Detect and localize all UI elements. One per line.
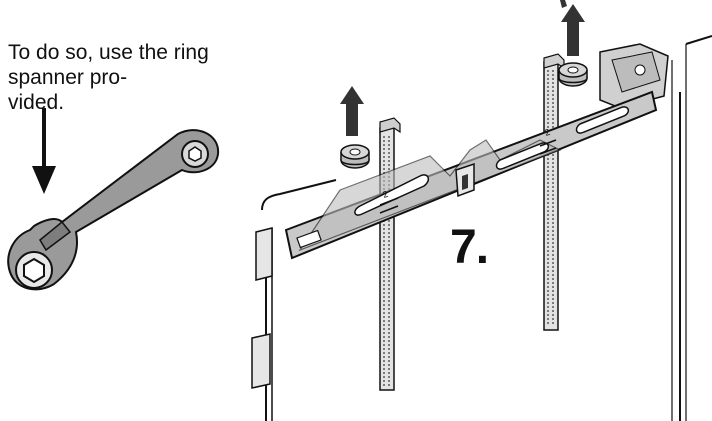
step-number: 7. <box>450 221 489 274</box>
up-arrow-icon <box>340 86 364 136</box>
top-edge-fragment <box>560 0 567 8</box>
threaded-rod-right <box>543 53 565 331</box>
up-arrow-icon <box>561 4 585 56</box>
mounting-bracket: 2 2 <box>284 90 658 260</box>
hex-nut-right <box>558 62 588 87</box>
hex-nut-left <box>340 144 370 169</box>
instruction-line-2: vided. <box>8 91 65 114</box>
appliance-body <box>251 35 712 421</box>
instruction-line-1: To do so, use the ring spanner pro- <box>8 41 209 89</box>
svg-text:2: 2 <box>381 189 389 200</box>
instruction-text: To do so, use the ring spanner pro- vide… <box>8 40 238 115</box>
hinge <box>599 43 669 109</box>
ring-spanner-icon <box>7 129 220 291</box>
svg-text:2: 2 <box>543 127 551 138</box>
threaded-rod-left <box>379 117 401 391</box>
down-arrow-icon <box>32 108 56 194</box>
